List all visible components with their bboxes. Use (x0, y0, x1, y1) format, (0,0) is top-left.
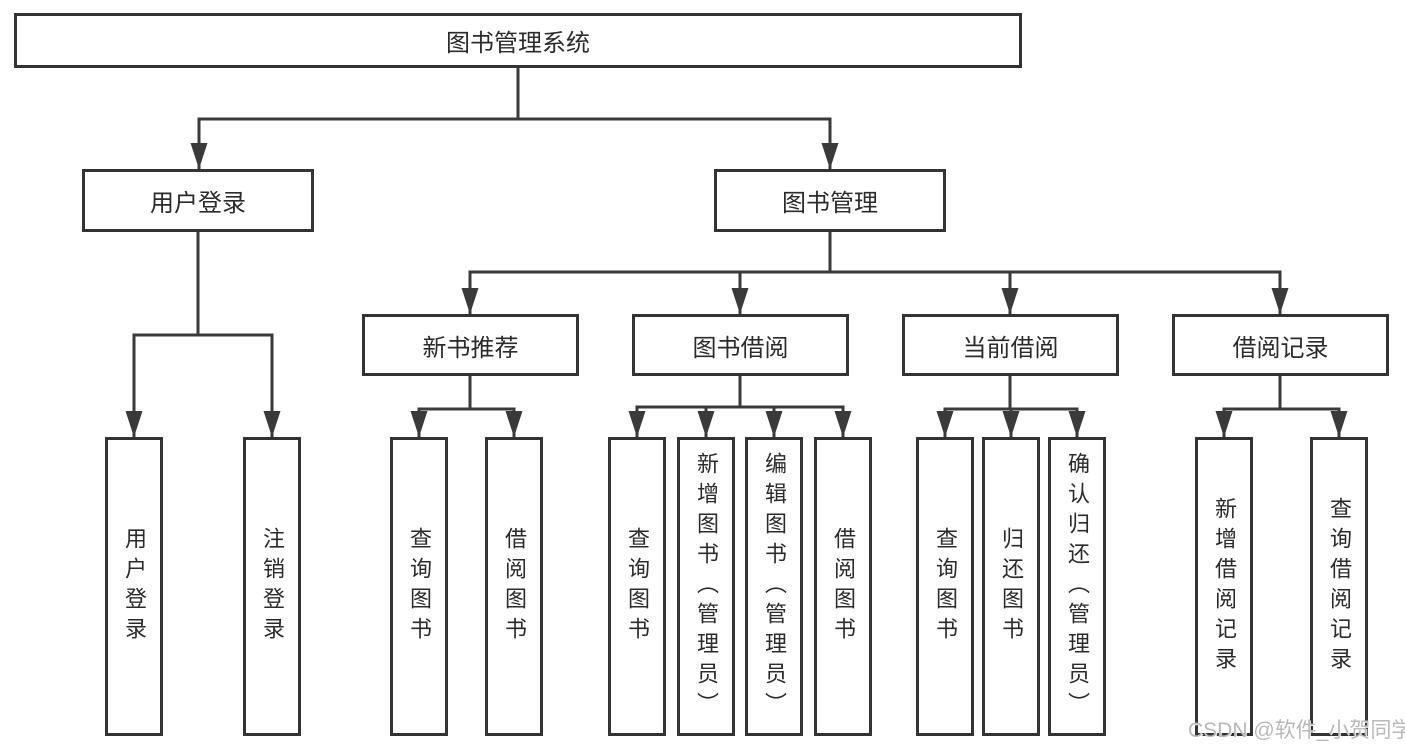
node-book-borrow: 图书借阅 (632, 314, 849, 376)
leaf-label: 确认归还（管理员） (1065, 451, 1090, 722)
node-label: 用户登录 (150, 190, 246, 217)
node-current-borrow: 当前借阅 (902, 314, 1119, 376)
leaf-label: 新增借阅记录 (1212, 496, 1237, 677)
node-new-book-recommend: 新书推荐 (362, 314, 579, 376)
leaf-borrow-books-recommend: 借阅图书 (485, 437, 543, 736)
leaf-label: 注销登录 (260, 526, 285, 647)
csdn-watermark: CSDN @软件_小贺同学 (1188, 719, 1405, 742)
leaf-return-books: 归还图书 (982, 437, 1040, 736)
leaf-borrow-books: 借阅图书 (814, 437, 872, 736)
leaf-add-book-admin: 新增图书（管理员） (677, 437, 735, 736)
leaf-label: 编辑图书（管理员） (762, 451, 787, 722)
leaf-query-books-borrow: 查询图书 (608, 437, 666, 736)
leaf-query-books-current: 查询图书 (916, 437, 974, 736)
leaf-label: 新增图书（管理员） (694, 451, 719, 722)
node-label: 图书管理系统 (446, 30, 590, 57)
leaf-logout: 注销登录 (243, 437, 301, 736)
node-label: 新书推荐 (422, 334, 519, 362)
node-library-management-system: 图书管理系统 (14, 13, 1022, 68)
node-label: 图书借阅 (692, 334, 789, 362)
node-label: 当前借阅 (962, 334, 1059, 362)
leaf-label: 归还图书 (999, 526, 1024, 647)
leaf-label: 查询借阅记录 (1327, 496, 1352, 677)
node-book-management: 图书管理 (714, 169, 946, 232)
leaf-label: 借阅图书 (831, 526, 856, 647)
node-borrow-records: 借阅记录 (1172, 314, 1389, 376)
leaf-label: 查询图书 (933, 526, 958, 647)
leaf-label: 用户登录 (122, 526, 147, 647)
leaf-user-login: 用户登录 (105, 437, 163, 736)
node-user-login: 用户登录 (82, 169, 314, 232)
node-label: 借阅记录 (1232, 334, 1329, 362)
leaf-edit-book-admin: 编辑图书（管理员） (745, 437, 803, 736)
node-label: 图书管理 (782, 190, 878, 217)
leaf-query-borrow-record: 查询借阅记录 (1310, 437, 1368, 736)
leaf-label: 查询图书 (407, 526, 432, 647)
leaf-add-borrow-record: 新增借阅记录 (1195, 437, 1253, 736)
leaf-label: 借阅图书 (502, 526, 527, 647)
leaf-confirm-return-admin: 确认归还（管理员） (1048, 437, 1106, 736)
leaf-label: 查询图书 (625, 526, 650, 647)
leaf-query-books-recommend: 查询图书 (390, 437, 448, 736)
